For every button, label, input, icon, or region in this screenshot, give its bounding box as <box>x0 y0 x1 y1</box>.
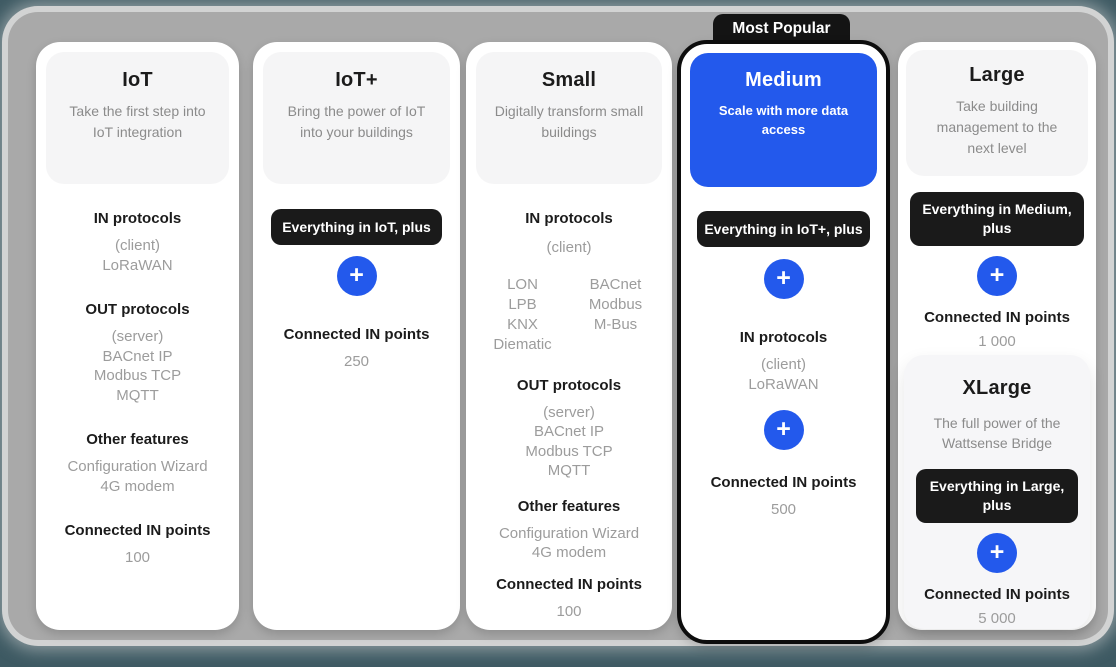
in-protocols-list: (client) LoRaWAN <box>681 355 886 394</box>
protocol-item: (client) <box>760 356 806 373</box>
connected-points-value: 100 <box>556 602 582 620</box>
out-protocols-heading: OUT protocols <box>516 376 622 394</box>
in-protocols-heading: IN protocols <box>739 329 828 346</box>
plan-subtitle: The full power of the Wattsense Bridge <box>933 415 1061 451</box>
protocol-item: (server) <box>543 403 595 421</box>
protocol-item: (client) <box>114 237 160 254</box>
pricing-panel: Most Popular IoT Take the first step int… <box>8 12 1108 644</box>
in-protocols-list: (client) LoRaWAN <box>36 236 239 275</box>
connected-points-value: 100 <box>124 549 151 566</box>
plan-header: IoT Take the first step into IoT integra… <box>46 52 229 184</box>
plan-title: Large <box>969 64 1025 86</box>
other-features-list: Configuration Wizard 4G modem <box>466 524 672 563</box>
other-features-list: Configuration Wizard 4G modem <box>36 457 239 496</box>
protocol-item: LPB <box>508 295 537 313</box>
most-popular-label: Most Popular <box>732 20 831 37</box>
connected-points-value: 500 <box>770 501 797 518</box>
plan-title: Small <box>541 69 597 91</box>
inherits-pill: Everything in Medium, plus <box>910 192 1084 246</box>
expand-features-button[interactable]: + <box>977 256 1017 296</box>
protocol-item: KNX <box>507 315 538 333</box>
connected-points-heading: Connected IN points <box>496 575 642 593</box>
connected-points-heading: Connected IN points <box>710 474 857 491</box>
client-note: (client) <box>546 239 592 256</box>
plan-header: Large Take building management to the ne… <box>906 50 1088 176</box>
protocol-item: MQTT <box>116 386 159 404</box>
plus-icon: + <box>776 263 791 292</box>
plus-icon: + <box>989 260 1005 289</box>
plan-card-small: Small Digitally transform small building… <box>466 42 672 630</box>
connected-points-heading: Connected IN points <box>283 326 430 343</box>
protocol-item: LoRaWAN <box>102 256 173 274</box>
expand-features-button[interactable]: + <box>763 259 804 299</box>
feature-item: 4G modem <box>531 544 607 561</box>
protocol-item: Diematic <box>493 335 552 353</box>
protocol-item: BACnet <box>589 275 642 293</box>
plan-card-xlarge: XLarge The full power of the Wattsense B… <box>904 355 1090 629</box>
protocol-item: Modbus TCP <box>93 367 182 384</box>
plan-title: IoT+ <box>335 69 378 91</box>
plus-icon: + <box>989 537 1005 566</box>
plan-subtitle: Bring the power of IoT into your buildin… <box>287 103 426 140</box>
plan-card-medium: Medium Scale with more data access Every… <box>677 40 890 644</box>
plan-subtitle: Scale with more data access <box>718 103 849 137</box>
expand-features-button[interactable]: + <box>336 256 377 296</box>
plan-title: XLarge <box>962 377 1032 399</box>
plan-title: IoT <box>122 69 153 91</box>
protocol-item: Modbus TCP <box>525 442 613 460</box>
expand-features-button[interactable]: + <box>977 533 1017 573</box>
protocol-item: MQTT <box>547 462 591 479</box>
protocol-item: M-Bus <box>593 315 638 333</box>
plan-header: IoT+ Bring the power of IoT into your bu… <box>263 52 450 184</box>
connected-points-heading: Connected IN points <box>64 522 211 539</box>
plan-title: Medium <box>745 69 822 91</box>
out-protocols-list: (server) BACnet IP Modbus TCP MQTT <box>36 327 239 405</box>
inherits-pill: Everything in Large, plus <box>916 469 1078 523</box>
connected-points-heading: Connected IN points <box>924 586 1070 603</box>
plan-subtitle: Digitally transform small buildings <box>494 103 644 140</box>
plus-icon: + <box>776 414 791 443</box>
plan-card-large: Large Take building management to the ne… <box>898 42 1096 630</box>
connected-points-heading: Connected IN points <box>924 309 1070 326</box>
connected-points-value: 250 <box>343 353 370 370</box>
protocol-item: (server) <box>111 328 164 345</box>
in-protocols-grid: LON BACnet LPB Modbus KNX M-Bus Diematic <box>476 275 662 355</box>
out-protocols-heading: OUT protocols <box>85 301 190 318</box>
protocol-item: BACnet IP <box>102 347 173 365</box>
inherits-pill: Everything in IoT+, plus <box>697 211 870 247</box>
connected-points-value: 5 000 <box>978 610 1016 627</box>
plan-card-iot: IoT Take the first step into IoT integra… <box>36 42 239 630</box>
protocol-item: LoRaWAN <box>748 375 819 393</box>
feature-item: Configuration Wizard <box>67 458 208 475</box>
feature-item: Configuration Wizard <box>498 524 640 542</box>
other-features-heading: Other features <box>86 431 189 448</box>
in-protocols-heading: IN protocols <box>93 210 182 227</box>
connected-points-value: 1 000 <box>978 333 1016 350</box>
expand-protocols-button[interactable]: + <box>763 410 804 450</box>
plan-header: Medium Scale with more data access <box>690 53 877 187</box>
plus-icon: + <box>349 260 364 289</box>
other-features-heading: Other features <box>517 497 621 515</box>
inherits-pill: Everything in IoT, plus <box>271 209 442 245</box>
in-protocols-heading: IN protocols <box>525 210 613 227</box>
plan-subtitle: Take the first step into IoT integration <box>69 103 206 140</box>
feature-item: 4G modem <box>100 477 175 495</box>
protocol-item: BACnet IP <box>533 423 605 440</box>
plan-card-iot-plus: IoT+ Bring the power of IoT into your bu… <box>253 42 460 630</box>
protocol-item: Modbus <box>588 295 643 313</box>
out-protocols-list: (server) BACnet IP Modbus TCP MQTT <box>466 403 672 481</box>
plan-header: Small Digitally transform small building… <box>476 52 662 184</box>
protocol-item: LON <box>507 275 538 293</box>
plan-subtitle: Take building management to the next lev… <box>936 98 1058 156</box>
